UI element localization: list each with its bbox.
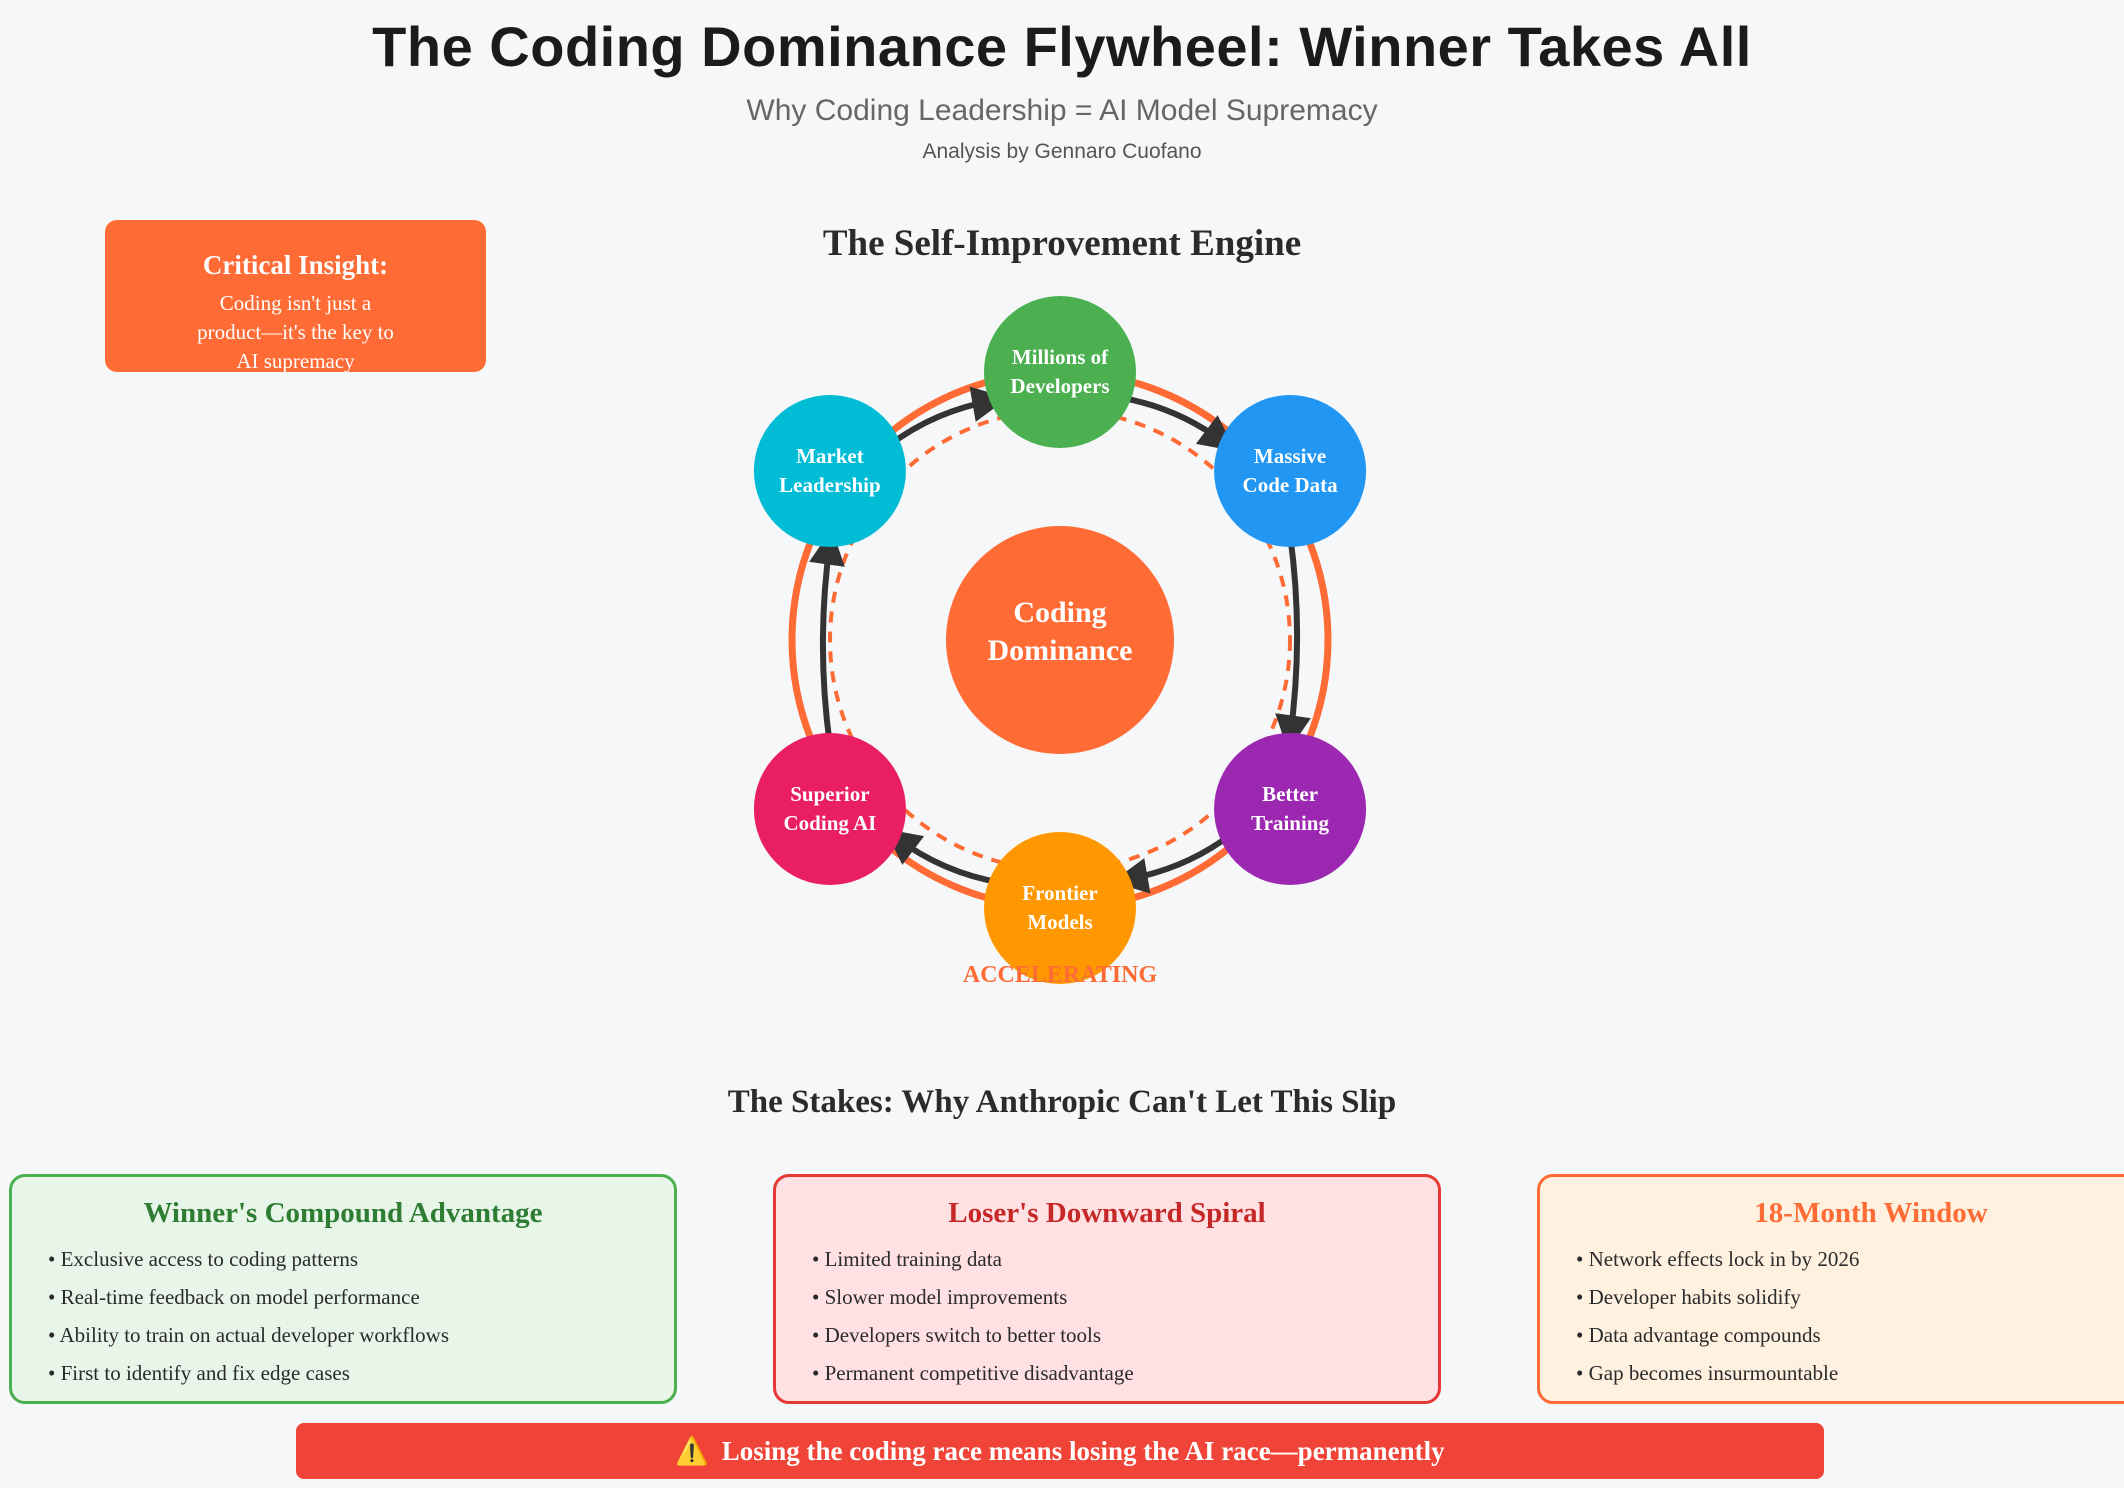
page-title: The Coding Dominance Flywheel: Winner Ta… — [372, 15, 1752, 78]
node-label: Market — [796, 444, 864, 468]
page-subtitle: Why Coding Leadership = AI Model Suprema… — [746, 94, 1378, 127]
list-item: Real-time feedback on model performance — [48, 1278, 674, 1316]
flow-arrow — [1118, 394, 1236, 452]
node-label: Leadership — [779, 473, 881, 497]
insight-heading: Critical Insight: — [202, 250, 389, 280]
momentum-label: ACCELERATING — [963, 962, 1158, 988]
list-item: Network effects lock in by 2026 — [1576, 1240, 2124, 1278]
flywheel-node — [984, 832, 1136, 984]
node-label: Millions of — [1012, 345, 1109, 369]
flywheel-node — [1214, 733, 1367, 885]
list-item: Developers switch to better tools — [812, 1316, 1438, 1354]
card-list: Exclusive access to coding patterns Real… — [12, 1240, 674, 1392]
list-item: Exclusive access to coding patterns — [48, 1240, 674, 1278]
center-circle — [946, 526, 1174, 754]
card-list: Network effects lock in by 2026 Develope… — [1540, 1240, 2124, 1392]
window-card: 18-Month Window Network effects lock in … — [1537, 1174, 2124, 1404]
flywheel-node — [984, 296, 1136, 448]
card-title: Loser's Downward Spiral — [948, 1197, 1266, 1229]
warning-banner: ⚠️ Losing the coding race means losing t… — [296, 1423, 1824, 1479]
author-credit: Analysis by Gennaro Cuofano — [922, 140, 1202, 163]
card-list: Limited training data Slower model impro… — [776, 1240, 1438, 1392]
node-label: Training — [1251, 811, 1329, 835]
node-label: Better — [1262, 782, 1318, 806]
insight-body: Coding isn't just a product—it's the key… — [197, 291, 394, 372]
node-label: Developers — [1010, 374, 1109, 398]
flywheel-node — [753, 395, 906, 547]
list-item: Developer habits solidify — [1576, 1278, 2124, 1316]
node-label: Frontier — [1022, 881, 1097, 905]
flow-arrow — [809, 528, 845, 746]
flywheel-title: The Self-Improvement Engine — [822, 223, 1302, 264]
list-item: Data advantage compounds — [1576, 1316, 2124, 1354]
center-label: Coding — [1013, 596, 1106, 629]
stakes-title: The Stakes: Why Anthropic Can't Let This… — [727, 1084, 1397, 1120]
node-label: Models — [1027, 910, 1092, 934]
flywheel-node — [1214, 395, 1367, 547]
list-item: Limited training data — [812, 1240, 1438, 1278]
flywheel-node — [753, 733, 906, 885]
node-label: Massive — [1254, 444, 1326, 468]
winner-card: Winner's Compound Advantage Exclusive ac… — [9, 1174, 677, 1404]
list-item: Permanent competitive disadvantage — [812, 1354, 1438, 1392]
list-item: Gap becomes insurmountable — [1576, 1354, 2124, 1392]
warning-text: Losing the coding race means losing the … — [721, 1436, 1445, 1466]
flow-arrow — [884, 828, 1002, 886]
node-label: Superior — [790, 782, 869, 806]
list-item: Slower model improvements — [812, 1278, 1438, 1316]
warning-icon: ⚠️ — [675, 1436, 709, 1466]
loser-card: Loser's Downward Spiral Limited training… — [773, 1174, 1441, 1404]
list-item: First to identify and fix edge cases — [48, 1354, 674, 1392]
critical-insight-box: Critical Insight: Coding isn't just a pr… — [105, 220, 486, 372]
list-item: Ability to train on actual developer wor… — [48, 1316, 674, 1354]
flow-arrow — [1275, 534, 1311, 752]
card-title: Winner's Compound Advantage — [143, 1197, 543, 1229]
center-label: Dominance — [988, 634, 1133, 667]
node-label: Coding AI — [784, 811, 877, 835]
card-title: 18-Month Window — [1754, 1197, 1988, 1229]
node-label: Code Data — [1243, 473, 1339, 497]
